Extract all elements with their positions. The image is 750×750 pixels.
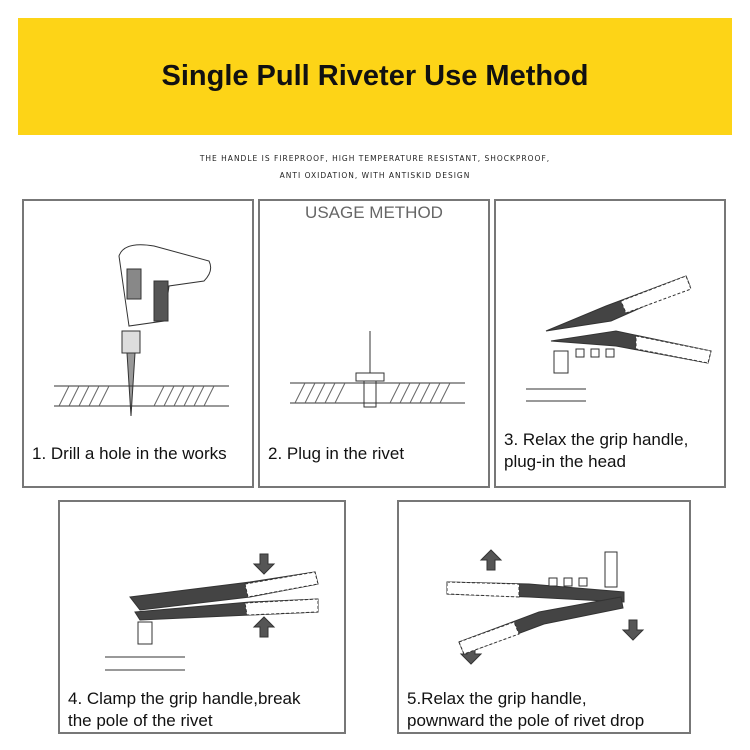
step-2-caption: 2. Plug in the rivet	[268, 444, 405, 463]
page-title: Single Pull Riveter Use Method	[161, 60, 589, 92]
riveter-open-illustration	[526, 275, 712, 402]
subtitle-line-2: ANTI OXIDATION, WITH ANTISKID DESIGN	[279, 171, 471, 180]
step-3-panel: 3. Relax the grip handle, plug-in the hea…	[494, 199, 726, 488]
arrow-up-icon	[479, 549, 503, 571]
step-4-panel: 4. Clamp the grip handle,break the pole o…	[58, 500, 346, 734]
arrow-up-icon	[252, 616, 276, 638]
step-2-panel: USAGE METHOD 2. Plug in the rivet	[258, 199, 490, 488]
step-4-caption-line-1: 4. Clamp the grip handle,break	[68, 689, 301, 708]
step-5-caption: 5.Relax the grip handle, pownward the pol…	[407, 688, 644, 732]
arrow-down-icon	[621, 619, 645, 641]
step-1-caption: 1. Drill a hole in the works	[32, 444, 227, 463]
step-3-caption-line-2: plug-in the head	[504, 452, 626, 471]
title-banner: Single Pull Riveter Use Method	[18, 18, 732, 135]
subtitle-line-1: THE HANDLE IS FIREPROOF, HIGH TEMPERATUR…	[199, 154, 551, 163]
step-4-caption-line-2: the pole of the rivet	[68, 711, 213, 730]
step-5-panel: 5.Relax the grip handle, pownward the pol…	[397, 500, 691, 734]
arrow-down-icon	[252, 553, 276, 575]
step-4-caption: 4. Clamp the grip handle,break the pole o…	[68, 688, 300, 732]
drill-illustration	[54, 244, 229, 417]
step-3-caption: 3. Relax the grip handle, plug-in the hea…	[504, 429, 688, 473]
step-1-panel: 1. Drill a hole in the works	[22, 199, 254, 488]
step-3-caption-line-1: 3. Relax the grip handle,	[504, 430, 689, 449]
riveter-clamp-illustration	[105, 553, 319, 671]
step-5-caption-line-2: pownward the pole of rivet drop	[407, 711, 645, 730]
rivet-illustration	[290, 331, 465, 408]
usage-method-heading: USAGE METHOD	[305, 203, 443, 222]
step-5-caption-line-1: 5.Relax the grip handle,	[407, 689, 587, 708]
riveter-release-illustration	[446, 549, 645, 665]
